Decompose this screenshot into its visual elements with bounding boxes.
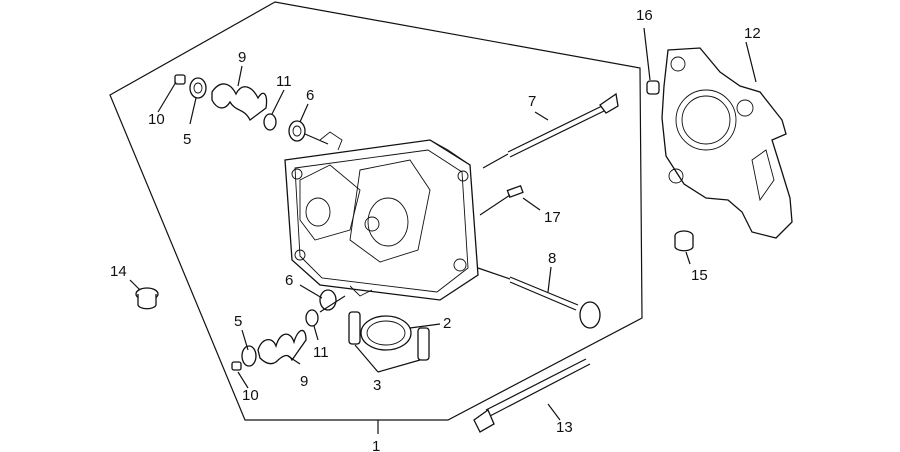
callout-9-lower: 9 [300,373,308,390]
callout-6-lower: 6 [285,272,293,289]
callout-8: 8 [548,250,556,267]
callout-13: 13 [556,419,573,436]
callout-5-lower: 5 [234,313,242,330]
callout-2: 2 [443,315,451,332]
callout-10-lower: 10 [242,387,259,404]
cylinder-head [284,131,479,301]
stud-17 [479,184,524,216]
callout-6-upper: 6 [306,87,314,104]
lower-valve-train [231,289,346,371]
callout-12: 12 [744,25,761,42]
leader-lines [129,27,757,434]
upper-valve-train [174,74,329,145]
dowel-16 [646,80,660,95]
assembly-boundary [109,1,643,421]
callout-10-upper: 10 [148,111,165,128]
callout-3: 3 [373,377,381,394]
callout-16: 16 [636,7,653,24]
plug-14 [135,287,159,310]
callout-14: 14 [110,263,127,280]
callout-17: 17 [544,209,561,226]
dowel-pins-3 [348,311,430,361]
exhaust-valve-8 [477,267,601,329]
callout-5-upper: 5 [183,131,191,148]
callout-labels: 1 2 3 5 5 6 6 7 8 9 9 10 10 11 11 12 13 … [110,7,761,452]
callout-7: 7 [528,93,536,110]
callout-11-upper: 11 [276,73,292,90]
callout-11-lower: 11 [313,344,329,361]
bushing-15 [674,230,694,252]
callout-1: 1 [372,438,380,452]
head-bolt-13 [473,358,591,433]
o-ring-2 [360,315,412,351]
gasket-12 [661,47,793,239]
callout-15: 15 [691,267,708,284]
intake-valve-7 [482,92,619,169]
callout-9-upper: 9 [238,49,246,66]
